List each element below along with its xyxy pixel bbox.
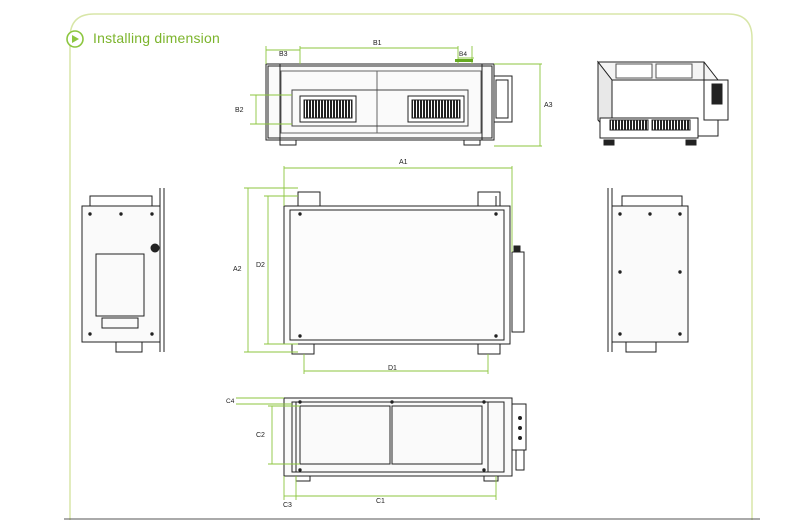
dim-label-a1: A1 <box>399 159 408 166</box>
dim-label-c1: C1 <box>376 498 385 505</box>
top-view <box>265 63 513 146</box>
play-circle-icon <box>66 30 84 48</box>
dim-label-a3: A3 <box>544 102 553 109</box>
right-side-view <box>607 188 689 353</box>
panel-border <box>69 13 753 520</box>
dim-label-d1: D1 <box>388 365 397 372</box>
b4-green-mark <box>455 59 473 62</box>
section-title: Installing dimension <box>93 30 220 46</box>
dim-label-a2: A2 <box>233 266 242 273</box>
isometric-view <box>596 60 729 146</box>
bottom-view <box>283 397 527 482</box>
front-view-dimensions <box>244 166 513 374</box>
dim-label-d2: D2 <box>256 262 265 269</box>
dim-label-c3: C3 <box>283 502 292 509</box>
dim-label-b4: B4 <box>459 51 467 58</box>
dim-label-c2: C2 <box>256 432 265 439</box>
dim-label-b2: B2 <box>235 107 244 114</box>
left-side-view <box>81 188 165 353</box>
dim-label-c4: C4 <box>226 398 235 405</box>
bottom-view-dimensions <box>236 397 497 500</box>
dim-label-b3: B3 <box>279 51 288 58</box>
front-view <box>283 191 525 355</box>
dim-label-b1: B1 <box>373 40 382 47</box>
